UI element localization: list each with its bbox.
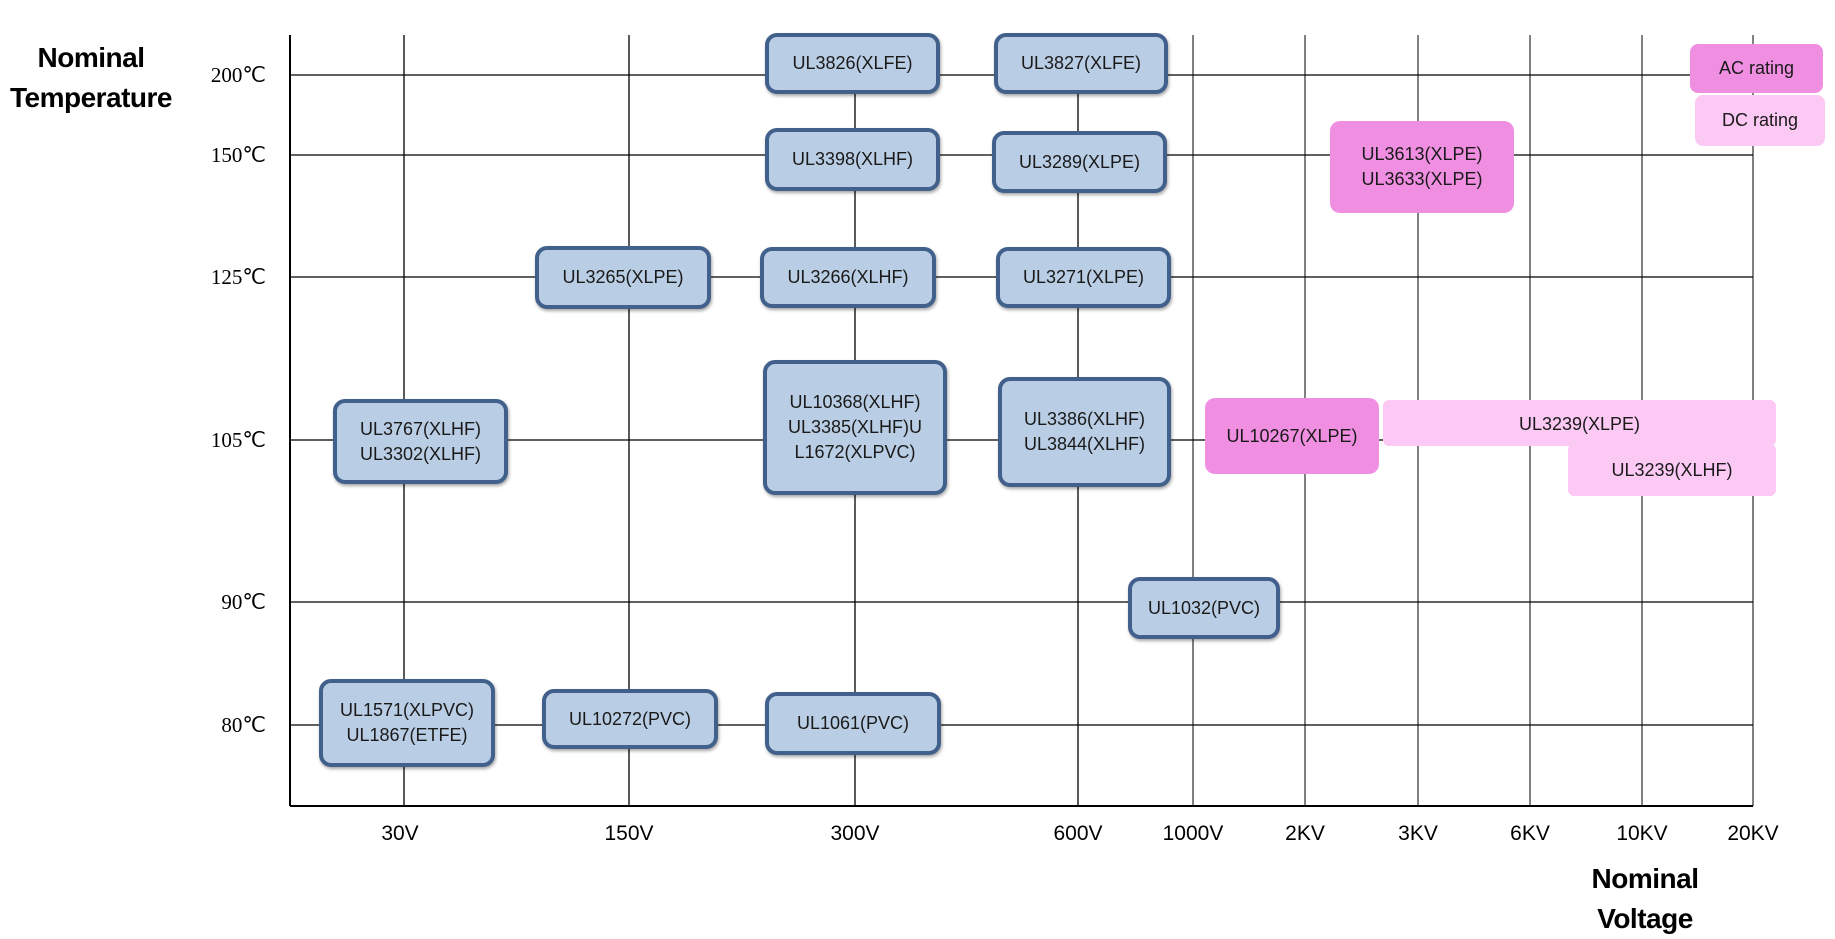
cable-box-ul1061: UL1061(PVC) (765, 692, 941, 755)
cable-box-ul3271: UL3271(XLPE) (996, 247, 1171, 308)
cable-label: UL3826(XLFE) (792, 53, 913, 73)
x-tick-label: 1000V (1162, 822, 1224, 845)
cable-label-line1: UL3613(XLPE) (1361, 144, 1483, 164)
cable-label: UL3265(XLPE) (562, 267, 684, 287)
cable-label-line3: L1672(XLPVC) (794, 442, 916, 462)
cable-box-ul3613: UL3613(XLPE) UL3633(XLPE) (1330, 121, 1514, 213)
y-axis-title: Nominal Temperature (0, 38, 182, 118)
cable-box-ul3386: UL3386(XLHF) UL3844(XLHF) (998, 377, 1171, 487)
legend-dc-rating: DC rating (1695, 95, 1825, 146)
cable-label-line2: UL3633(XLPE) (1361, 169, 1483, 189)
x-tick-label: 6KV (1510, 822, 1550, 845)
cable-box-ul3266: UL3266(XLHF) (760, 247, 936, 308)
y-tick-label: 90℃ (221, 590, 266, 614)
x-tick-label: 600V (1053, 822, 1103, 845)
cable-label: UL1061(PVC) (796, 713, 910, 733)
x-tick-label: 2KV (1285, 822, 1325, 845)
cable-label: UL10267(XLPE) (1226, 425, 1358, 446)
x-tick-label: 10KV (1616, 822, 1668, 845)
cable-label: UL3827(XLFE) (1020, 53, 1142, 73)
cable-label-line2: UL3844(XLHF) (1023, 434, 1146, 454)
cable-label-line1: UL3386(XLHF) (1023, 409, 1146, 429)
cable-label-line1: UL3767(XLHF) (359, 418, 482, 439)
cable-box-ul10267: UL10267(XLPE) (1205, 398, 1379, 474)
cable-box-ul3767: UL3767(XLHF) UL3302(XLHF) (333, 399, 508, 484)
cable-box-ul10272: UL10272(PVC) (542, 689, 718, 749)
cable-label: UL3266(XLHF) (787, 267, 909, 287)
cable-box-ul3827: UL3827(XLFE) (994, 33, 1168, 94)
cable-label: UL3289(XLPE) (1018, 151, 1141, 172)
cable-label: UL3398(XLHF) (791, 149, 914, 169)
cable-label-line1: UL1571(XLPVC) (339, 700, 475, 720)
x-axis-title: Nominal Voltage (1560, 859, 1730, 939)
legend-dc-label: DC rating (1721, 110, 1799, 130)
x-axis-title-line2: Voltage (1597, 903, 1693, 934)
y-axis-title-line2: Temperature (9, 82, 173, 113)
y-axis-title-line1: Nominal (37, 42, 145, 73)
cable-label: UL3239(XLPE) (1518, 414, 1641, 434)
x-axis-title-line1: Nominal (1591, 863, 1699, 894)
y-tick-label: 125℃ (210, 265, 266, 289)
cable-box-ul3239-xlpe: UL3239(XLPE) (1383, 400, 1776, 446)
x-tick-label: 30V (381, 822, 419, 845)
cable-label-line2: UL1867(ETFE) (346, 725, 468, 745)
cable-label: UL10272(PVC) (568, 708, 692, 729)
legend-ac-rating: AC rating (1690, 44, 1823, 93)
y-tick-label: 80℃ (221, 713, 266, 737)
cable-box-ul3289: UL3289(XLPE) (992, 131, 1167, 193)
y-tick-label: 150℃ (210, 143, 266, 167)
x-tick-label: 3KV (1398, 822, 1438, 845)
cable-box-ul3265: UL3265(XLPE) (535, 246, 711, 309)
cable-box-ul1571: UL1571(XLPVC) UL1867(ETFE) (319, 679, 495, 767)
cable-box-ul3398: UL3398(XLHF) (765, 128, 940, 191)
x-tick-label: 300V (830, 822, 880, 845)
cable-label-line2: UL3302(XLHF) (359, 443, 482, 464)
cable-label-line1: UL10368(XLHF) (789, 392, 921, 412)
y-tick-label: 105℃ (210, 428, 266, 452)
x-tick-label: 150V (604, 822, 654, 845)
y-tick-label: 200℃ (210, 63, 266, 87)
cable-label: UL3271(XLPE) (1022, 267, 1145, 287)
cable-box-ul10368: UL10368(XLHF) UL3385(XLHF)U L1672(XLPVC) (763, 360, 947, 495)
legend-ac-label: AC rating (1718, 58, 1795, 78)
cable-label-line2: UL3385(XLHF)U (787, 417, 923, 437)
cable-box-ul1032: UL1032(PVC) (1128, 577, 1280, 639)
cable-box-ul3239-xlhf: UL3239(XLHF) (1568, 444, 1776, 496)
x-tick-label: 20KV (1727, 822, 1779, 845)
cable-box-ul3826: UL3826(XLFE) (765, 33, 940, 94)
cable-label: UL3239(XLHF) (1611, 459, 1733, 480)
cable-label: UL1032(PVC) (1147, 597, 1261, 618)
